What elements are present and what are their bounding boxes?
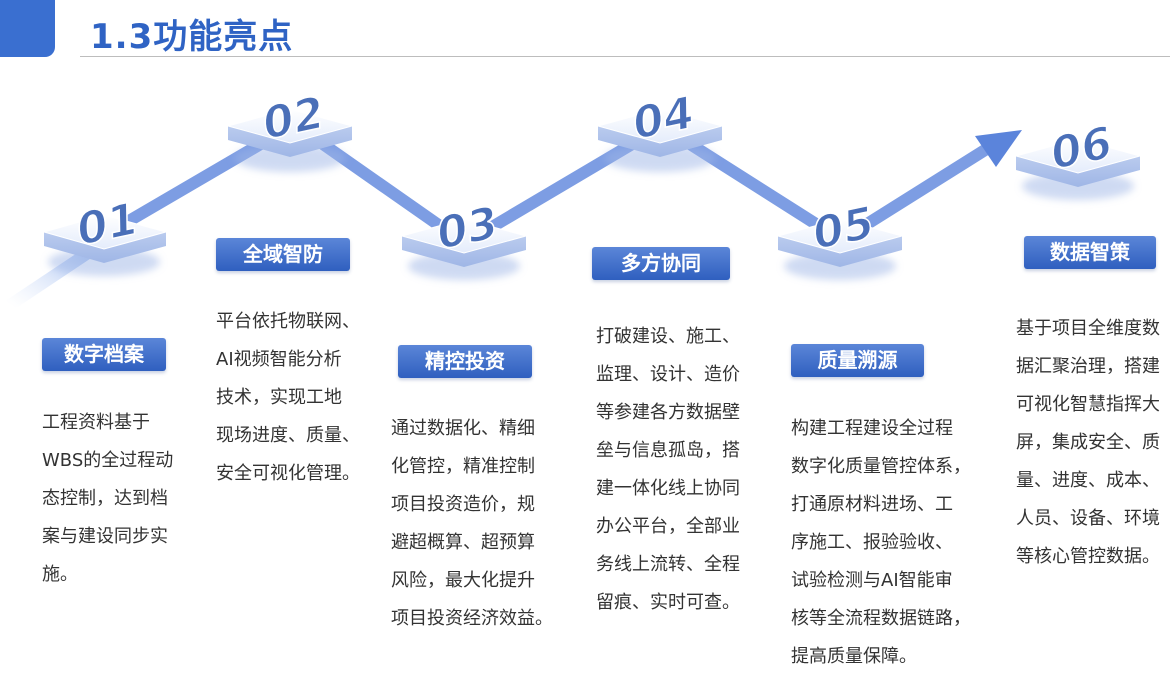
description-line: 办公平台，全部业 [596,516,740,537]
description-line: 监理、设计、造价 [596,364,740,385]
description-line: 安全可视化管理。 [216,463,360,484]
description-line: 打破建设、施工、 [596,326,740,347]
step-label-02: 全域智防 [216,238,350,271]
step-description-04: 打破建设、施工、 监理、设计、造价 等参建各方数据壁 垒与信息孤岛，搭 建一体化… [596,318,740,622]
step-label-03: 精控投资 [398,345,532,378]
platform-04: 04 [596,87,724,172]
description-line: 通过数据化、精细 [391,418,535,439]
description-line: 案与建设同步实 [42,526,168,547]
title-divider [80,56,1170,57]
description-line: 构建工程建设全过程 [791,418,953,439]
description-line: 人员、设备、环境 [1016,508,1160,529]
description-line: 核等全流程数据链路， [791,608,971,629]
description-line: 试验检测与AI智能审 [791,570,953,591]
description-line: 平台依托物联网、 [216,311,360,332]
step-number-03: 03 [432,197,502,260]
platform-03: 03 [400,197,528,280]
description-line: 现场进度、质量、 [216,425,360,446]
corner-tab-decoration [0,0,55,57]
step-label-05: 质量溯源 [791,344,924,377]
arrowhead-icon [975,130,1022,167]
step-label-01: 数字档案 [42,338,166,371]
platform-01: 01 [42,193,168,276]
description-line: 屏，集成安全、质 [1016,432,1160,453]
description-line: 留痕、实时可查。 [596,592,740,613]
description-line: 施。 [42,564,78,585]
description-line: 态控制，达到档 [42,488,168,509]
description-line: 基于项目全维度数 [1016,318,1160,339]
description-line: 风险，最大化提升 [391,570,535,591]
description-line: 数字化质量管控体系， [791,456,971,477]
description-line: 提高质量保障。 [791,646,917,667]
description-line: 等参建各方数据壁 [596,402,740,423]
platform-02: 02 [226,87,354,172]
step-description-03: 通过数据化、精细 化管控，精准控制 项目投资造价，规 避超概算、超预算 风险，最… [391,410,553,638]
description-line: 等核心管控数据。 [1016,546,1160,567]
description-line: AI视频智能分析 [216,349,342,370]
step-description-06: 基于项目全维度数 据汇聚治理，搭建 可视化智慧指挥大 屏，集成安全、质 量、进度… [1016,310,1160,576]
platform-06: 06 [1014,117,1142,200]
description-line: 可视化智慧指挥大 [1016,394,1160,415]
page-title: 1.3功能亮点 [90,17,294,57]
description-line: WBS的全过程动 [42,450,174,471]
description-line: 据汇聚治理，搭建 [1016,356,1160,377]
description-line: 项目投资经济效益。 [391,608,553,629]
step-label-06: 数据智策 [1024,236,1156,269]
description-line: 项目投资造价，规 [391,494,535,515]
step-description-01: 工程资料基于 WBS的全过程动 态控制，达到档 案与建设同步实 施。 [42,404,173,594]
platform-05: 05 [776,197,904,280]
description-line: 工程资料基于 [42,412,150,433]
description-line: 建一体化线上协同 [596,478,740,499]
description-line: 化管控，精准控制 [391,456,535,477]
description-line: 垒与信息孤岛，搭 [596,440,740,461]
description-line: 序施工、报验验收、 [791,532,953,553]
connector-05-06 [842,144,991,242]
description-line: 打通原材料进场、工 [791,494,953,515]
step-description-05: 构建工程建设全过程 数字化质量管控体系， 打通原材料进场、工 序施工、报验验收、… [791,410,971,676]
step-label-04: 多方协同 [592,247,730,280]
description-line: 避超概算、超预算 [391,532,535,553]
description-line: 务线上流转、全程 [596,554,740,575]
step-description-02: 平台依托物联网、 AI视频智能分析 技术，实现工地 现场进度、质量、 安全可视化… [216,303,360,493]
description-line: 量、进度、成本、 [1016,470,1160,491]
description-line: 技术，实现工地 [216,387,342,408]
